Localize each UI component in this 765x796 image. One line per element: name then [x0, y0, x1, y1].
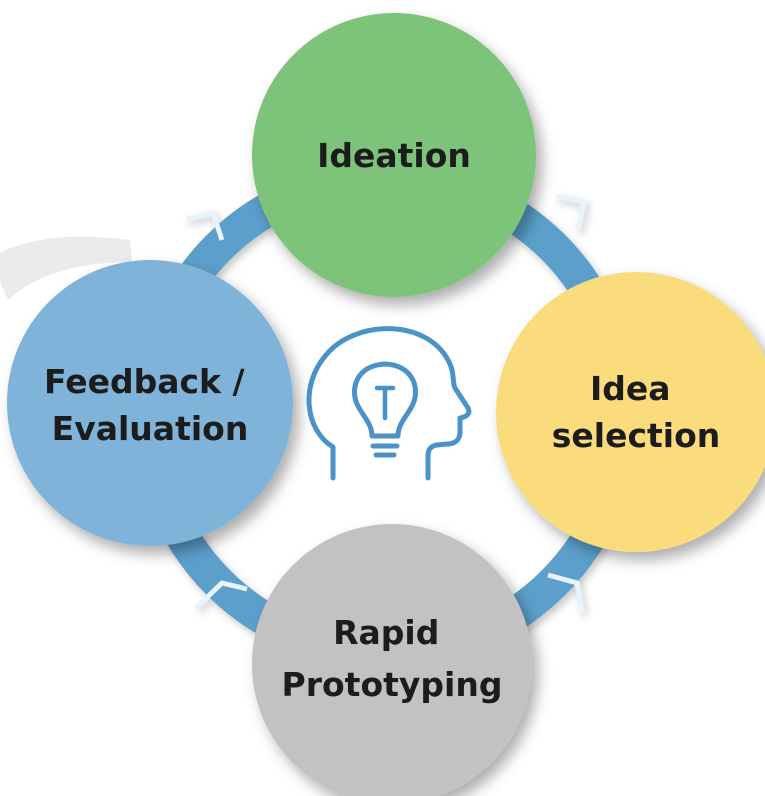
head-outline [306, 326, 472, 481]
cycle-arrow-chevron [194, 580, 248, 610]
cycle-arrow-chevron [547, 572, 585, 613]
background-swoosh [0, 236, 132, 300]
stage-rapid-prototyping: Rapid Prototyping [252, 524, 532, 796]
stage-rapid-prototyping-label-line-1: Rapid [333, 613, 439, 652]
stage-ideation-label: Ideation [317, 136, 471, 175]
stage-feedback-evaluation: Feedback / Evaluation [7, 260, 293, 546]
stage-feedback-evaluation-circle [7, 260, 293, 546]
stage-ideation-circle [252, 13, 536, 297]
cycle-arrow-chevron [185, 210, 225, 241]
cycle-arrow-chevron [555, 193, 587, 231]
head-lightbulb-icon [306, 326, 472, 481]
stage-feedback-evaluation-label-line-2: Evaluation [52, 409, 249, 448]
stage-idea-selection-label-line-1: Idea [590, 369, 671, 408]
stage-idea-selection-label-line-2: selection [552, 416, 721, 455]
stage-ideation: Ideation [252, 13, 536, 297]
stage-feedback-evaluation-label-line-1: Feedback / [44, 362, 245, 401]
svg-text:Rapid Prototyping: Rapid Prototyping [282, 613, 503, 704]
lightbulb-glass [352, 361, 418, 439]
lightbulb-base [370, 443, 400, 458]
stage-idea-selection: Idea selection [496, 272, 765, 552]
svg-text:Idea selection: Idea selection [552, 369, 721, 455]
lightbulb-filament [374, 385, 396, 421]
stage-idea-selection-circle [496, 272, 765, 552]
svg-text:Feedback / Evaluation: Feedback / Evaluation [44, 362, 256, 448]
stage-rapid-prototyping-label-line-2: Prototyping [282, 665, 503, 704]
svg-text:Ideation: Ideation [317, 136, 471, 175]
stage-rapid-prototyping-circle [252, 524, 532, 796]
